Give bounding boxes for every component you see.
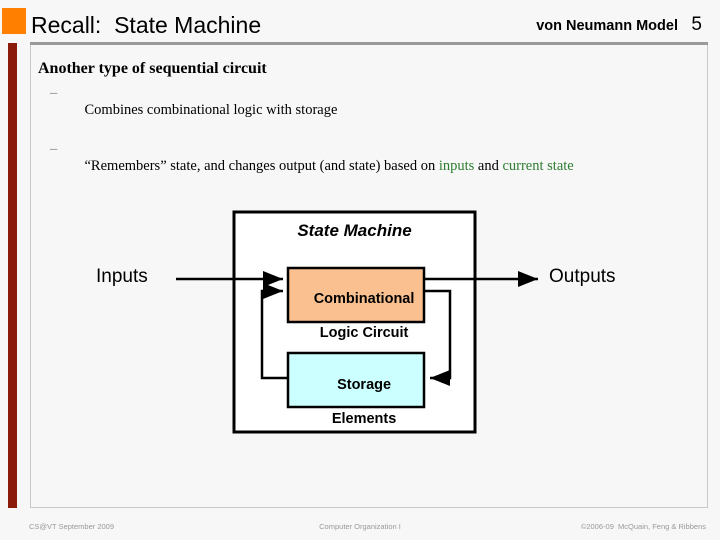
bullet-dash-icon: – [50,85,58,101]
footer-right-text: ©2006-09 McQuain, Feng & Ribbens [580,522,706,531]
bullet-text-pre: “Remembers” state, and changes output (a… [84,158,439,174]
footer-center-text: Computer Organization I [319,522,401,531]
page-number: 5 [691,14,702,35]
page-title: Recall: State Machine [31,12,262,38]
slide-footer: CS@VT September 2009 Computer Organizati… [0,518,720,540]
bullet-level1: Another type of sequential circuit [38,60,267,77]
content-panel [30,45,708,508]
highlight-current-state: current state [502,158,574,174]
bullet-level2-item: – Combines combinational logic with stora… [38,85,678,136]
bullet-dash-icon: – [50,141,58,157]
left-accent-bar [8,43,17,508]
bullet-level2-item: – “Remembers” state, and changes output (… [38,141,678,192]
bullet-text-pre: Combines combinational logic with storag… [84,102,338,118]
orange-accent-square [2,8,26,34]
header-subtitle: von Neumann Model [536,18,678,34]
bullet-text-mid: and [474,158,503,174]
title-divider [30,42,708,45]
slide-header: Recall: State Machine von Neumann Model … [0,0,720,45]
footer-left-text: CS@VT September 2009 [29,522,115,531]
bullet-list: Another type of sequential circuit – Comb… [38,60,678,197]
highlight-inputs: inputs [438,158,475,174]
